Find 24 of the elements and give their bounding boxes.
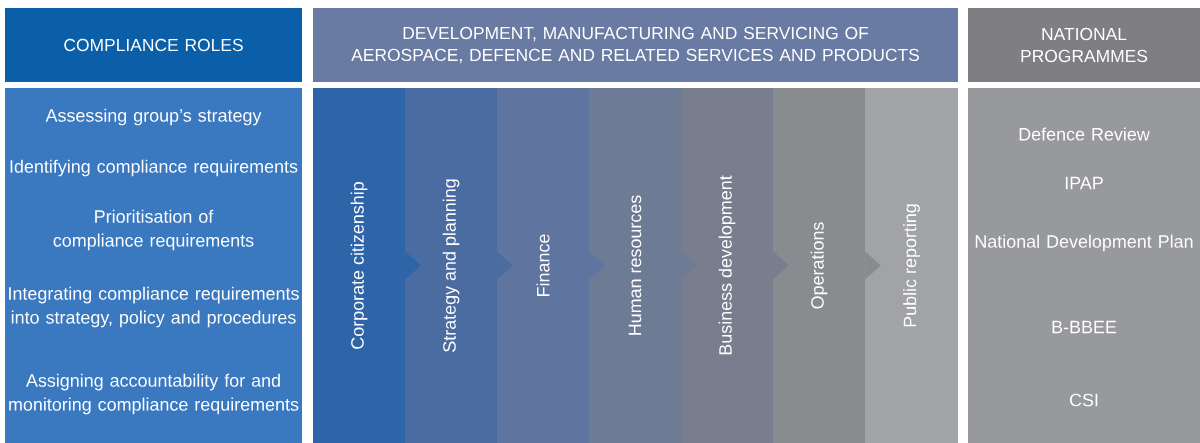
process-column: Business development <box>681 88 773 443</box>
header-box: NATIONAL PROGRAMMES <box>968 8 1200 82</box>
list-item: Integrating compliance requirements into strategy, policy and procedures <box>9 286 299 328</box>
header-box: COMPLIANCE ROLES <box>5 8 302 82</box>
list-item: CSI <box>1069 393 1098 407</box>
list-item: Assessing group’s strategy <box>45 108 262 126</box>
chevron-arrow <box>865 251 881 280</box>
process-column: Finance <box>497 88 589 443</box>
list-item: Prioritisation of compliance requirements <box>53 209 254 251</box>
process-column: Public reporting <box>865 88 958 443</box>
header-box: DEVELOPMENT, MANUFACTURING AND SERVICING OF AEROSPACE, DEFENCE AND RELATED SERVICES AND PRODUCTS <box>313 8 958 82</box>
panel <box>5 88 302 443</box>
list-item: Assigning accountability for and monitoring compliance requirements <box>9 373 299 415</box>
list-item: Identifying compliance requirements <box>10 159 298 177</box>
panel <box>968 88 1200 443</box>
process-column: Human resources <box>589 88 681 443</box>
list-item: B-BBEE <box>1052 320 1117 334</box>
process-column: Strategy and planning <box>405 88 497 443</box>
list-item: IPAP <box>1065 176 1103 190</box>
process-column: Operations <box>773 88 865 443</box>
list-item: Defence Review <box>1019 127 1150 141</box>
chevron-arrow <box>405 251 421 280</box>
list-item: National Development Plan <box>975 234 1193 252</box>
process-column: Corporate citizenship <box>313 88 405 443</box>
